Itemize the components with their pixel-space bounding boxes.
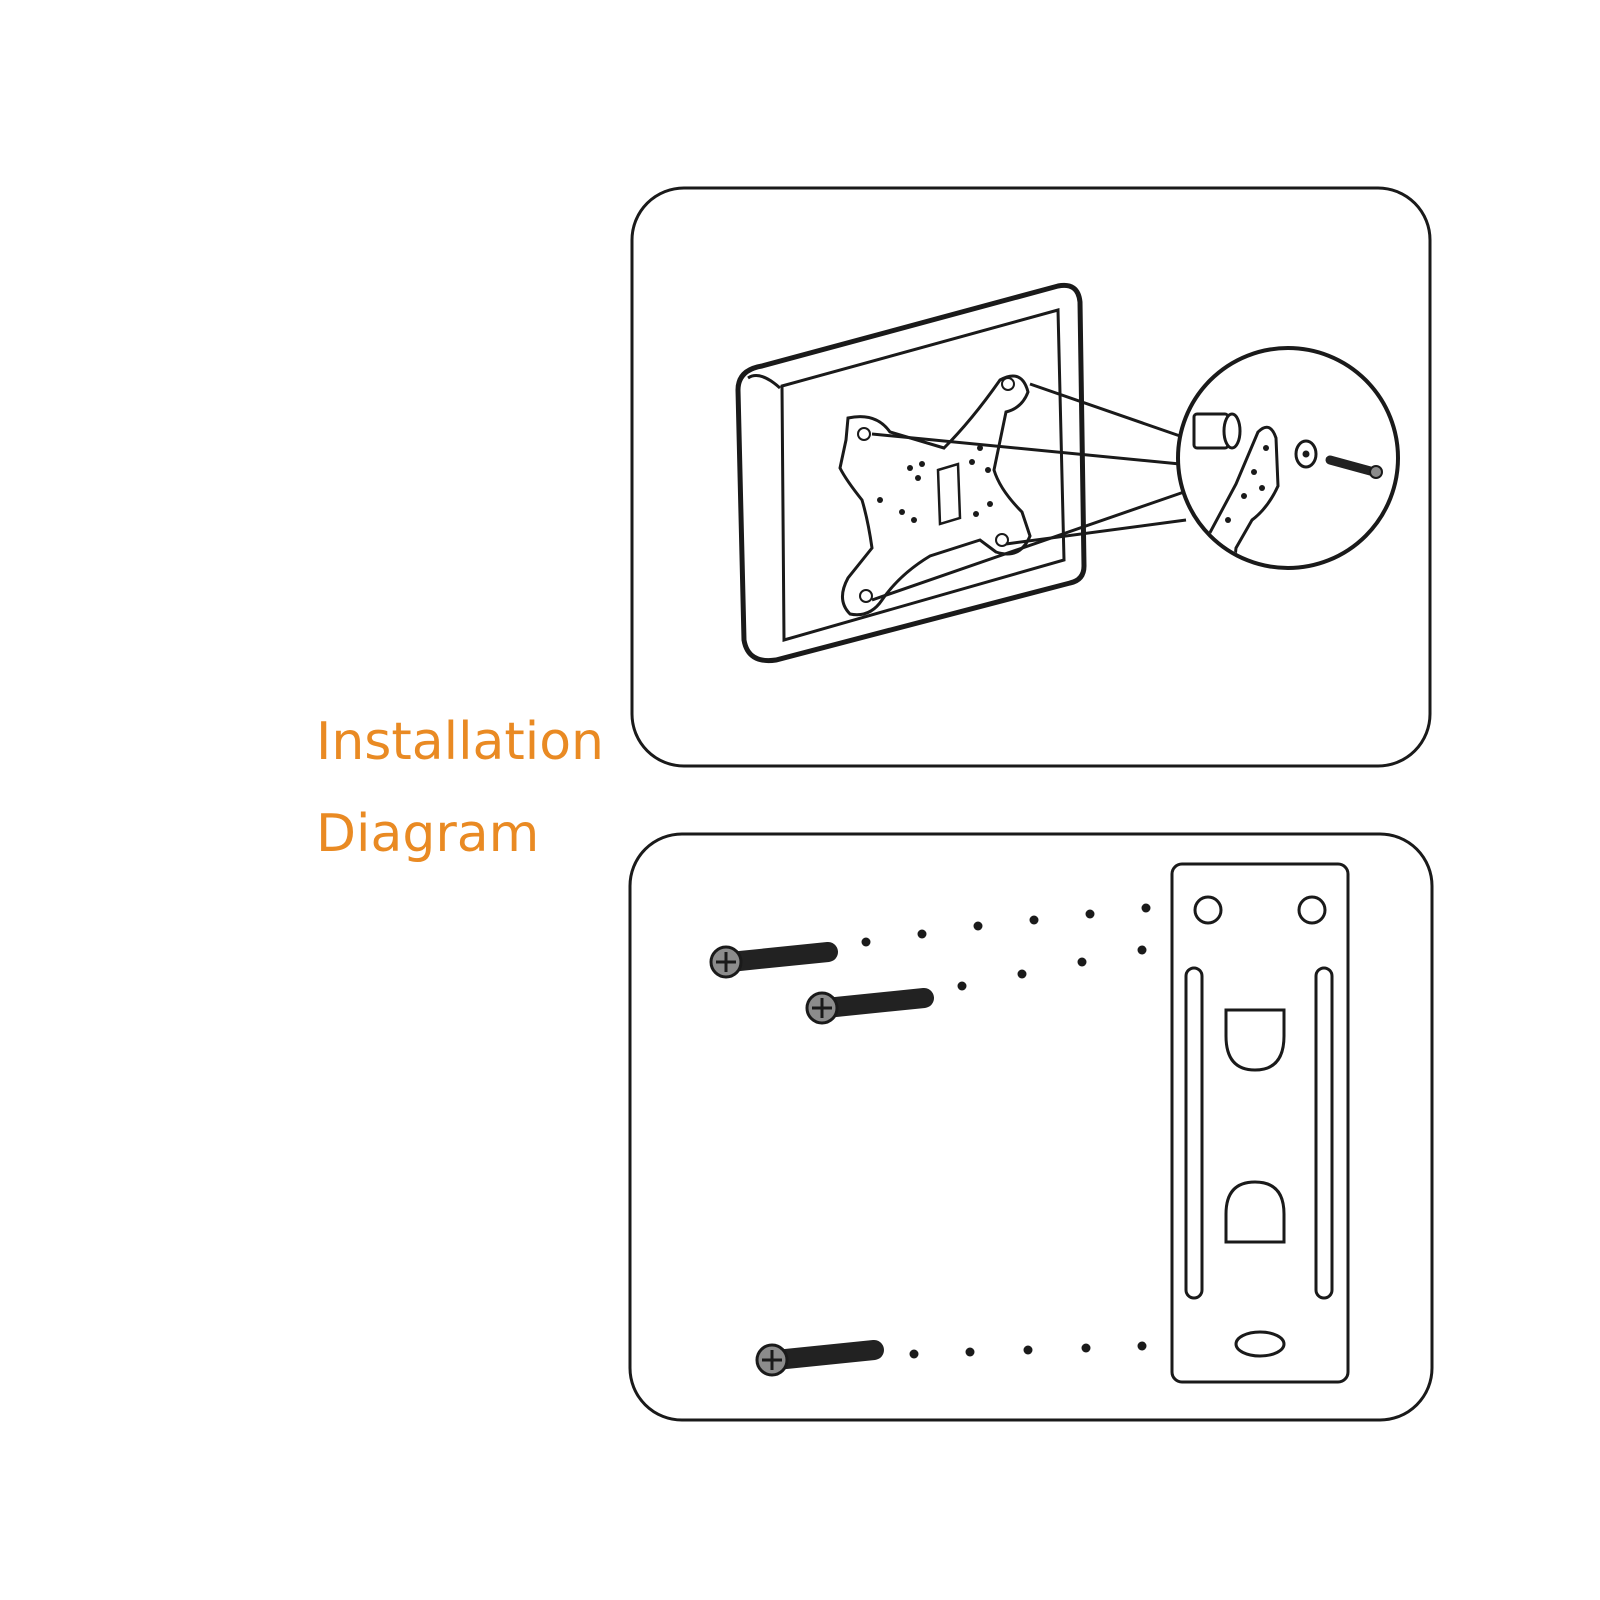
- bottom-panel: [628, 832, 1434, 1422]
- callout-lines: [871, 382, 1187, 602]
- top-panel: [630, 186, 1432, 768]
- screw-icon: [805, 988, 934, 1025]
- title-line-1: Installation: [316, 712, 605, 772]
- spacer-icon: [1192, 412, 1242, 450]
- washer-icon: [1294, 439, 1318, 469]
- title-line-2: Diagram: [316, 804, 540, 864]
- screw-icon: [1325, 455, 1383, 479]
- wall-plate-icon: [1170, 862, 1350, 1384]
- screw-icon: [709, 942, 838, 979]
- screw-icon: [755, 1340, 884, 1377]
- magnifier-callout: [1176, 346, 1400, 570]
